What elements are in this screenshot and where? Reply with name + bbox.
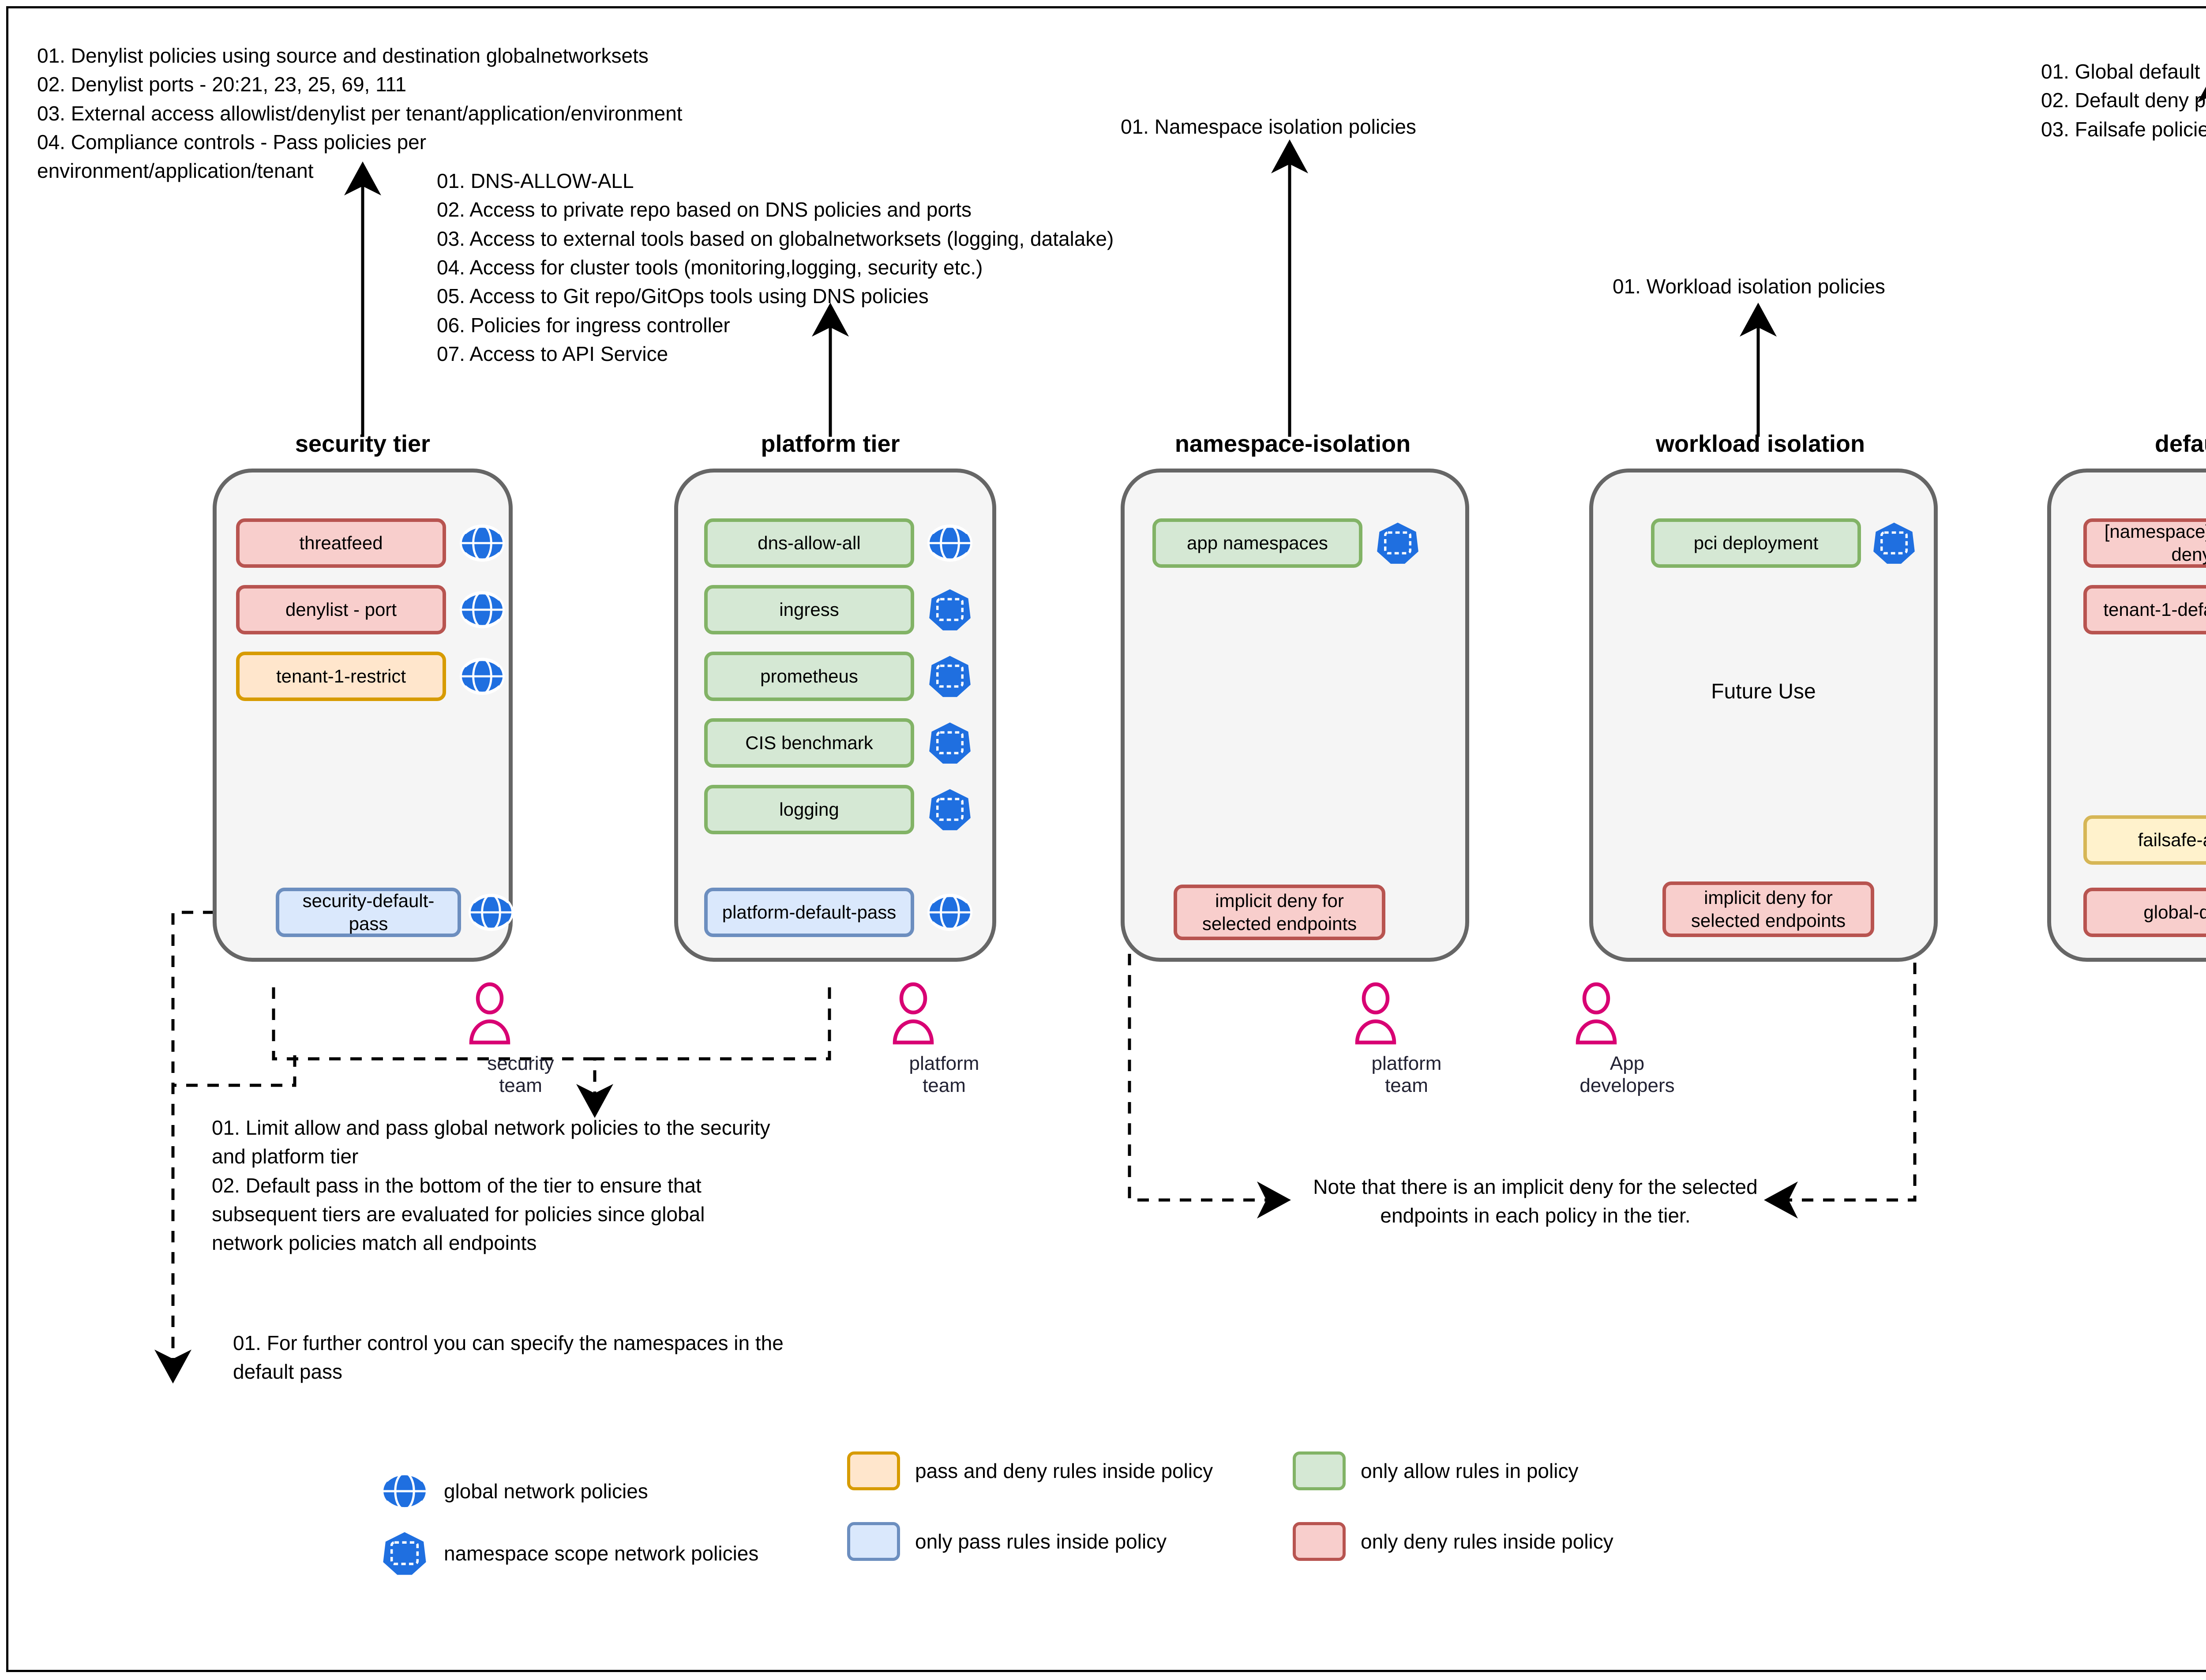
legend-swatch-allow: [1293, 1451, 1346, 1490]
tier-title-platform: platform tier: [761, 431, 900, 457]
person-icon: [1355, 982, 1396, 1045]
global-network-policy-icon: [380, 1467, 429, 1515]
workload-future-use-label: Future Use: [1711, 680, 1816, 703]
policy-tenant-1-restrict[interactable]: tenant-1-restrict: [236, 652, 446, 701]
policy-global-deny[interactable]: global-deny: [2083, 888, 2206, 937]
actor-label: platform team: [1371, 1053, 1442, 1096]
legend-item-only-deny: only deny rules inside policy: [1293, 1522, 1613, 1561]
global-network-policy-icon: [468, 889, 514, 936]
actor-label: security team: [487, 1053, 554, 1096]
policy-tenant-1-default-deny[interactable]: tenant-1-default-deny: [2083, 585, 2206, 634]
legend-swatch-passdeny: [847, 1451, 900, 1490]
person-icon: [1576, 982, 1617, 1045]
tier-title-namespace-isolation: namespace-isolation: [1174, 431, 1411, 457]
global-network-policy-icon: [459, 520, 506, 566]
legend-label: namespace scope network policies: [444, 1542, 759, 1565]
namespace-scope-policy-icon: [927, 786, 973, 833]
namespace-scope-policy-icon: [927, 586, 973, 633]
workload-isolation-annotation: 01. Workload isolation policies: [1613, 275, 1885, 298]
person-icon: [469, 982, 510, 1045]
legend-label: only pass rules inside policy: [915, 1530, 1167, 1553]
policy-threatfeed[interactable]: threatfeed: [236, 518, 446, 568]
actor-platform-team-1: platform team: [887, 982, 1002, 1097]
platform-tier-annotation: 01. DNS-ALLOW-ALL 02. Access to private …: [437, 169, 1114, 365]
actor-label: platform team: [909, 1053, 979, 1096]
policy-platform-default-pass[interactable]: platform-default-pass: [704, 888, 914, 937]
actor-platform-team-2: platform team: [1349, 982, 1464, 1097]
actor-security-team: security team: [463, 982, 578, 1097]
policy-implicit-deny-workload[interactable]: implicit deny for selected endpoints: [1662, 881, 1874, 937]
policy-namespace-default-deny[interactable]: [namespace]-default-deny: [2083, 518, 2206, 568]
legend-label: pass and deny rules inside policy: [915, 1459, 1213, 1482]
person-icon: [893, 982, 934, 1045]
policy-app-namespaces[interactable]: app namespaces: [1152, 518, 1362, 568]
legend-label: only allow rules in policy: [1361, 1459, 1579, 1482]
security-tier-annotation: 01. Denylist policies using source and d…: [37, 44, 683, 183]
policy-ingress[interactable]: ingress: [704, 585, 914, 634]
global-policy-annotation: 01. Limit allow and pass global network …: [212, 1116, 770, 1255]
policy-denylist-port[interactable]: denylist - port: [236, 585, 446, 634]
namespace-scope-policy-icon: [927, 653, 973, 700]
namespace-isolation-annotation: 01. Namespace isolation policies: [1121, 115, 1416, 138]
legend-item-global-network-policies: global network policies: [380, 1467, 648, 1515]
namespace-scope-policy-icon: [380, 1529, 429, 1578]
namespace-scope-policy-icon: [1871, 520, 1917, 566]
actor-label: App developers: [1579, 1053, 1675, 1096]
default-tier-annotation: 01. Global default deny 02. Default deny…: [2041, 60, 2206, 141]
legend-label: only deny rules inside policy: [1361, 1530, 1613, 1553]
policy-security-default-pass[interactable]: security-default-pass: [276, 888, 461, 937]
namespace-scope-policy-icon: [927, 720, 973, 766]
actor-app-developers: App developers: [1570, 982, 1685, 1097]
namespace-scope-policy-icon: [1374, 520, 1421, 566]
global-network-policy-icon: [927, 889, 973, 936]
tier-title-default: default tier: [2154, 431, 2206, 457]
diagram-frame: [6, 6, 2206, 1672]
policy-prometheus[interactable]: prometheus: [704, 652, 914, 701]
policy-dns-allow-all[interactable]: dns-allow-all: [704, 518, 914, 568]
global-network-policy-icon: [927, 520, 973, 566]
legend-item-only-allow: only allow rules in policy: [1293, 1451, 1578, 1490]
policy-logging[interactable]: logging: [704, 785, 914, 834]
tier-title-security: security tier: [295, 431, 431, 457]
policy-implicit-deny-namespace[interactable]: implicit deny for selected endpoints: [1174, 885, 1385, 940]
legend-item-namespace-scope-policies: namespace scope network policies: [380, 1529, 758, 1578]
global-network-policy-icon: [459, 653, 506, 700]
legend-swatch-pass: [847, 1522, 900, 1561]
policy-pci-deployment[interactable]: pci deployment: [1651, 518, 1861, 568]
legend-label: global network policies: [444, 1480, 648, 1503]
legend-swatch-deny: [1293, 1522, 1346, 1561]
legend-item-pass-and-deny: pass and deny rules inside policy: [847, 1451, 1213, 1490]
namespaces-annotation: 01. For further control you can specify …: [233, 1331, 784, 1384]
policy-failsafe-allow[interactable]: failsafe-allow: [2083, 815, 2206, 865]
global-network-policy-icon: [459, 586, 506, 633]
legend-item-only-pass: only pass rules inside policy: [847, 1522, 1167, 1561]
implicit-deny-annotation: Note that there is an implicit deny for …: [1313, 1175, 1758, 1227]
policy-cis-benchmark[interactable]: CIS benchmark: [704, 718, 914, 768]
tier-title-workload-isolation: workload isolation: [1655, 431, 1865, 457]
